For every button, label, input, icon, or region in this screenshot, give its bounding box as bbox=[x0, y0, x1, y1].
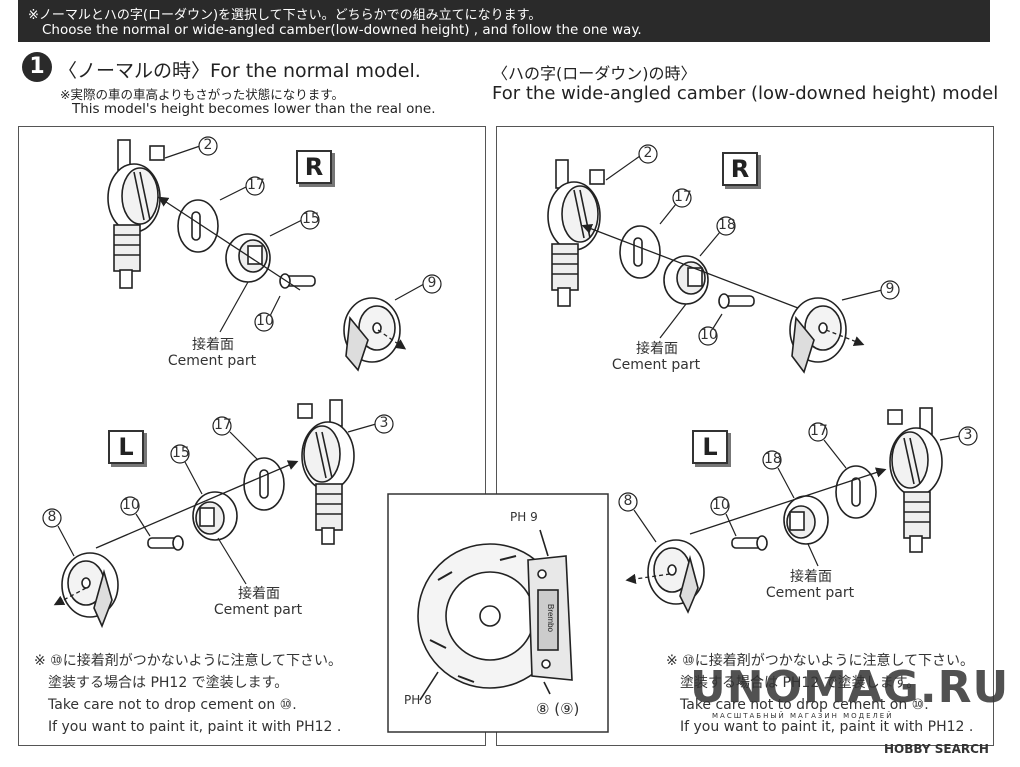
normal-panel bbox=[18, 126, 486, 746]
wheel-8-wide-l bbox=[647, 539, 705, 614]
cement-en-normal-r: Cement part bbox=[167, 353, 257, 369]
hobby-search-mark: HOBBY SEARCH bbox=[884, 742, 989, 756]
cement-jp-normal-l: 接着面 bbox=[238, 586, 280, 602]
wide-title-en: For the wide-angled camber (low-downed h… bbox=[492, 83, 999, 104]
watermark-subtitle: МАСШТАБНЫЙ МАГАЗИН МОДЕЛЕЙ bbox=[712, 712, 894, 720]
badge-left-normal: L bbox=[108, 430, 144, 464]
paint-ph8-label: PH 8 bbox=[404, 693, 432, 707]
step-number: 1 bbox=[22, 52, 52, 82]
strut-right-normal bbox=[107, 139, 165, 289]
strut-left-wide bbox=[887, 407, 943, 553]
wide-title-jp: 〈ハの字(ローダウン)の時〉 bbox=[492, 64, 697, 83]
part-10-normal-l: 10 bbox=[122, 497, 140, 513]
note-normal-line3: Take care not to drop cement on ⑩. bbox=[48, 697, 297, 713]
normal-title: 〈ノーマルの時〉For the normal model. bbox=[58, 60, 421, 82]
part-10-wide-l: 10 bbox=[712, 497, 730, 513]
cement-en-wide-l: Cement part bbox=[765, 585, 855, 601]
note-wide-line4: If you want to paint it, paint it with P… bbox=[680, 719, 974, 735]
note-wide-line2: 塗装する場合は PH12 で塗装します。 bbox=[680, 675, 921, 691]
cement-en-normal-l: Cement part bbox=[213, 602, 303, 618]
part-17-normal-r: 17 bbox=[247, 177, 265, 193]
normal-note-en: This model's height becomes lower than t… bbox=[72, 101, 436, 117]
cement-jp-normal-r: 接着面 bbox=[192, 337, 234, 353]
note-normal-line4: If you want to paint it, paint it with P… bbox=[48, 719, 342, 735]
cement-en-wide-r: Cement part bbox=[611, 357, 701, 373]
note-wide-line1: ※ ⑩に接着剤がつかないように注意して下さい。 bbox=[666, 653, 975, 669]
hub-18-wide-r bbox=[663, 255, 709, 305]
washer-17-normal-l bbox=[243, 457, 285, 511]
part-2-wide: 2 bbox=[643, 145, 653, 161]
part-17-wide-l: 17 bbox=[810, 423, 828, 439]
paint-ph9-label: PH 9 bbox=[510, 510, 538, 524]
part-17-normal-l: 17 bbox=[214, 417, 232, 433]
part-15-normal-l: 15 bbox=[172, 445, 190, 461]
brake-disc-inset bbox=[417, 529, 573, 701]
part-3-wide: 3 bbox=[963, 427, 973, 443]
wheel-9-wide-r bbox=[789, 297, 847, 374]
part-9-wide: 9 bbox=[885, 281, 895, 297]
part-17-wide-r: 17 bbox=[674, 189, 692, 205]
part-18-wide-l: 18 bbox=[764, 451, 782, 467]
caliper-brand-text: Brembo bbox=[546, 604, 555, 633]
washer-17-normal-r bbox=[177, 199, 219, 253]
badge-right-normal: R bbox=[296, 150, 332, 184]
part-2-normal: 2 bbox=[203, 137, 213, 153]
note-normal-line2: 塗装する場合は PH12 で塗装します。 bbox=[48, 675, 289, 691]
badge-left-wide: L bbox=[692, 430, 728, 464]
pin-10-wide-l bbox=[731, 535, 768, 551]
part-8-normal: 8 bbox=[47, 509, 57, 525]
badge-right-wide: R bbox=[722, 152, 758, 186]
part-18-wide-r: 18 bbox=[718, 217, 736, 233]
hub-15-normal-r bbox=[225, 233, 271, 283]
note-normal-line1: ※ ⑩に接着剤がつかないように注意して下さい。 bbox=[34, 653, 343, 669]
strut-left-normal bbox=[297, 399, 355, 545]
note-wide: ※ ⑩に接着剤がつかないように注意して下さい。 塗装する場合は PH12 で塗装… bbox=[666, 650, 974, 738]
banner-line-jp: ※ノーマルとハの字(ローダウン)を選択して下さい。どちらかでの組み立てになります… bbox=[28, 8, 542, 23]
part-8-9-label: ⑧ (⑨) bbox=[536, 700, 580, 718]
pin-10-normal-r bbox=[279, 273, 316, 289]
part-9-normal: 9 bbox=[427, 275, 437, 291]
part-10-normal-r: 10 bbox=[256, 313, 274, 329]
washer-17-wide-r bbox=[619, 225, 661, 279]
pin-10-wide-r bbox=[718, 293, 755, 309]
note-wide-line3: Take care not to drop cement on ⑩. bbox=[680, 697, 929, 713]
part-3-normal: 3 bbox=[379, 415, 389, 431]
washer-17-wide-l bbox=[835, 465, 877, 519]
part-15-normal-r: 15 bbox=[302, 211, 320, 227]
watermark-logo: UNOMAG.RU bbox=[690, 662, 1010, 713]
hub-18-wide-l bbox=[783, 495, 829, 545]
normal-note-jp: ※実際の車の車高よりもさがった状態になります。 bbox=[60, 87, 344, 102]
hub-15-normal-l bbox=[192, 491, 238, 541]
cement-jp-wide-r: 接着面 bbox=[636, 341, 678, 357]
strut-right-wide bbox=[547, 159, 605, 307]
banner-line-en: Choose the normal or wide-angled camber(… bbox=[42, 22, 642, 38]
part-10-wide-r: 10 bbox=[700, 327, 718, 343]
cement-jp-wide-l: 接着面 bbox=[790, 569, 832, 585]
wheel-8-normal-l bbox=[61, 552, 119, 629]
part-8-wide: 8 bbox=[623, 493, 633, 509]
pin-10-normal-l bbox=[147, 535, 184, 551]
note-normal: ※ ⑩に接着剤がつかないように注意して下さい。 塗装する場合は PH12 で塗装… bbox=[34, 650, 342, 738]
instruction-banner: ※ノーマルとハの字(ローダウン)を選択して下さい。どちらかでの組み立てになります… bbox=[18, 0, 990, 42]
wheel-9-normal-r bbox=[343, 297, 401, 372]
